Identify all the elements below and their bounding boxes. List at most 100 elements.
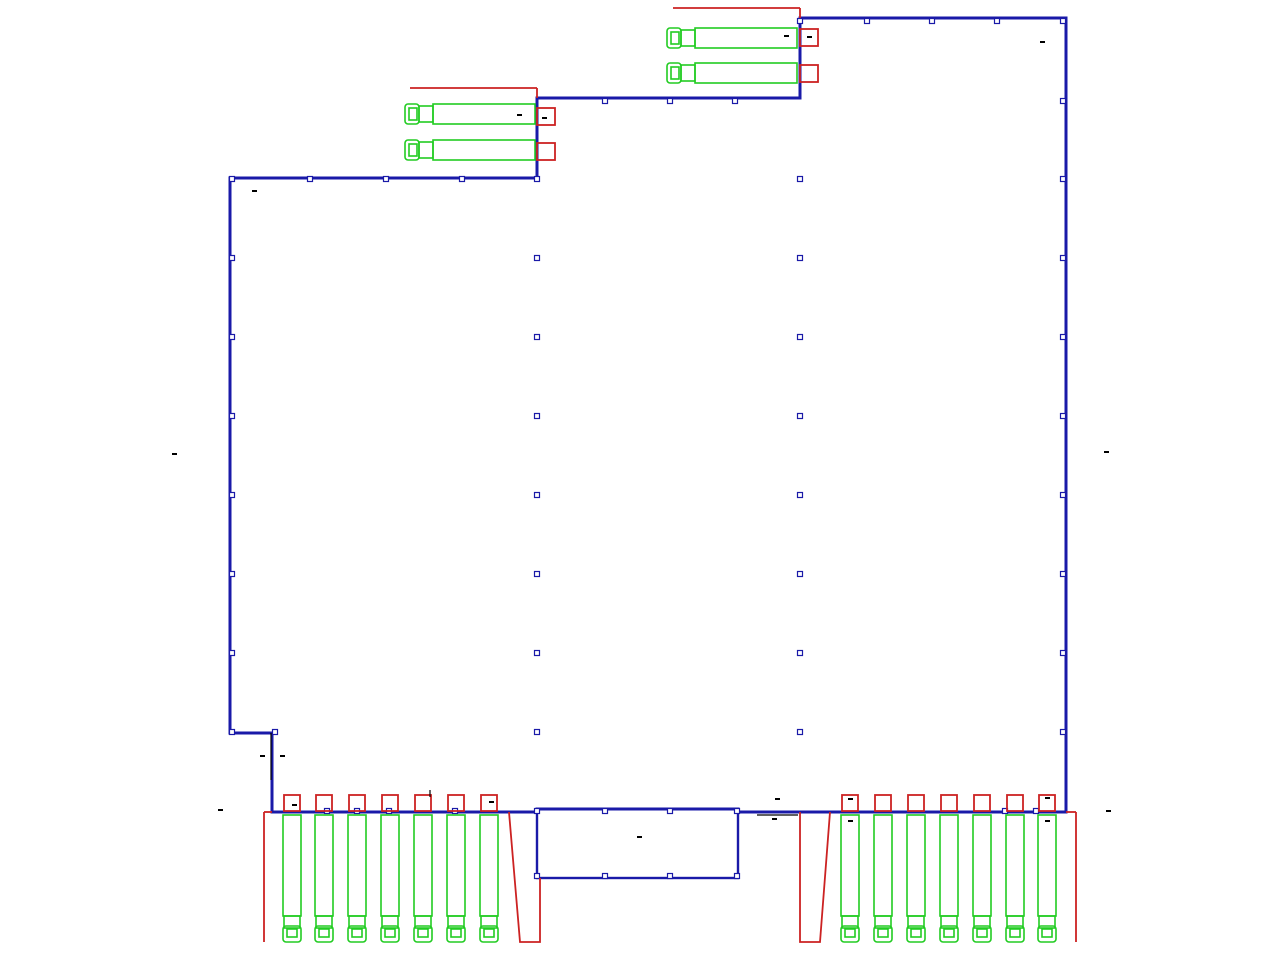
column-marker — [533, 175, 541, 183]
truck-hitch — [1006, 915, 1024, 929]
dock-leveler — [799, 28, 819, 47]
dimension-tag — [280, 755, 285, 757]
column-marker — [1032, 807, 1040, 815]
trucks — [282, 27, 1057, 943]
column-marker — [228, 412, 236, 420]
ramp — [799, 811, 831, 943]
dock-leveler — [381, 794, 399, 812]
truck-trailer — [873, 814, 893, 917]
truck-cab-window — [417, 928, 429, 938]
dock-leveler — [940, 794, 958, 812]
column-marker — [601, 872, 609, 880]
dimension-tag — [848, 820, 853, 822]
truck-cab-window — [450, 928, 462, 938]
column-marker — [796, 175, 804, 183]
column-marker — [796, 412, 804, 420]
truck-trailer — [432, 139, 536, 161]
truck-cab-window — [408, 143, 418, 157]
truck-trailer — [1037, 814, 1057, 917]
truck-cab — [1037, 925, 1057, 943]
truck-hitch — [418, 105, 434, 123]
truck — [939, 814, 959, 943]
column-marker — [796, 570, 804, 578]
column-marker — [1059, 728, 1067, 736]
truck-cab-window — [318, 928, 330, 938]
truck — [1005, 814, 1025, 943]
structural-columns — [228, 17, 1067, 880]
truck-cab — [314, 925, 334, 943]
truck-trailer — [972, 814, 992, 917]
dock-leveler — [874, 794, 892, 812]
dimension-tag — [517, 114, 522, 116]
truck-hitch — [418, 141, 434, 159]
column-marker — [796, 728, 804, 736]
column-marker — [666, 807, 674, 815]
truck-cab-window — [943, 928, 955, 938]
dimension-tag — [775, 798, 780, 800]
column-marker — [533, 491, 541, 499]
dimension-tag — [1045, 820, 1050, 822]
dimension-tag — [489, 801, 494, 803]
truck-hitch — [940, 915, 958, 929]
truck-cab — [972, 925, 992, 943]
truck — [404, 103, 536, 125]
truck-cab-window — [844, 928, 856, 938]
dimension-tag — [1106, 810, 1111, 812]
column-marker — [1059, 491, 1067, 499]
dimension-tag — [637, 836, 642, 838]
column-marker — [733, 807, 741, 815]
dock-leveler — [447, 794, 465, 812]
column-marker — [796, 254, 804, 262]
truck-hitch — [315, 915, 333, 929]
column-marker — [382, 175, 390, 183]
truck-cab — [1005, 925, 1025, 943]
column-marker — [796, 491, 804, 499]
truck-cab — [840, 925, 860, 943]
truck-trailer — [314, 814, 334, 917]
truck-hitch — [841, 915, 859, 929]
column-marker — [533, 807, 541, 815]
truck-cab-window — [976, 928, 988, 938]
office-block-wall — [535, 807, 740, 880]
dimension-tag — [292, 804, 297, 806]
dimension-tag — [218, 809, 223, 811]
truck — [380, 814, 400, 943]
column-marker — [1059, 570, 1067, 578]
truck-cab-window — [286, 928, 298, 938]
column-marker — [228, 254, 236, 262]
truck — [314, 814, 334, 943]
truck-cab — [282, 925, 302, 943]
dimension-tag — [1040, 41, 1045, 43]
truck-cab-window — [1009, 928, 1021, 938]
column-marker — [796, 333, 804, 341]
column-marker — [228, 333, 236, 341]
column-marker — [458, 175, 466, 183]
dimension-tag — [542, 117, 547, 119]
column-marker — [993, 17, 1001, 25]
column-marker — [533, 333, 541, 341]
column-marker — [533, 254, 541, 262]
truck-cab-window — [483, 928, 495, 938]
truck-cab-window — [408, 107, 418, 121]
truck-hitch — [348, 915, 366, 929]
truck-hitch — [874, 915, 892, 929]
truck — [446, 814, 466, 943]
truck-cab-window — [910, 928, 922, 938]
dock-leveler — [414, 794, 432, 812]
dock-leveler — [315, 794, 333, 812]
truck — [347, 814, 367, 943]
dimension-tag — [807, 36, 812, 38]
dock-leveler — [841, 794, 859, 812]
truck-cab — [906, 925, 926, 943]
dock-leveler — [1038, 794, 1056, 812]
column-marker — [228, 491, 236, 499]
column-marker — [228, 175, 236, 183]
truck-trailer — [840, 814, 860, 917]
column-marker — [228, 728, 236, 736]
truck-cab-window — [670, 66, 680, 80]
truck-cab-window — [1041, 928, 1053, 938]
truck-trailer — [906, 814, 926, 917]
truck — [282, 814, 302, 943]
truck — [479, 814, 499, 943]
